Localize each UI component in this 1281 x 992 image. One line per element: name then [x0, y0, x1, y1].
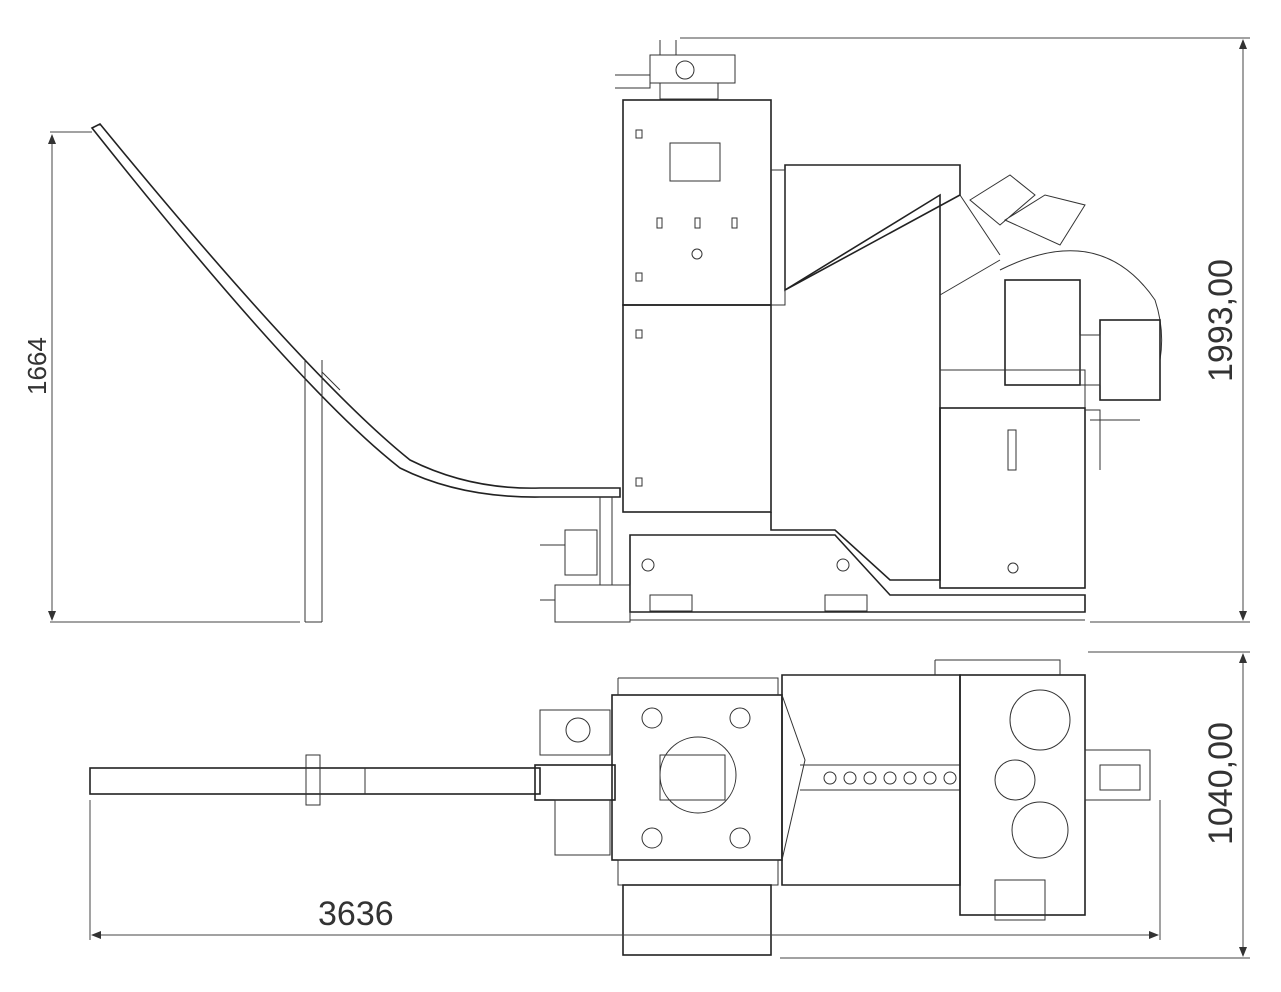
side-view: [48, 37, 1250, 623]
control-cabinet-upper: [622, 99, 772, 306]
press-block: [611, 694, 783, 861]
machine-base: [629, 534, 1086, 613]
dim-chute-height: 1664: [22, 337, 52, 395]
chute-top: [89, 767, 541, 795]
dim-total-height: 1993,00: [1202, 259, 1240, 382]
hydraulic-unit-top: [959, 674, 1086, 916]
chute: [90, 122, 621, 498]
motor: [1004, 279, 1081, 386]
hopper: [784, 164, 961, 292]
top-view: [89, 651, 1250, 959]
dim-total-width: 1040,00: [1202, 722, 1240, 845]
dim-total-length: 3636: [318, 895, 394, 933]
cabinet-top: [622, 884, 772, 956]
control-cabinet-lower: [622, 304, 772, 513]
display-panel: [669, 142, 721, 182]
hydraulic-tank: [939, 407, 1086, 589]
